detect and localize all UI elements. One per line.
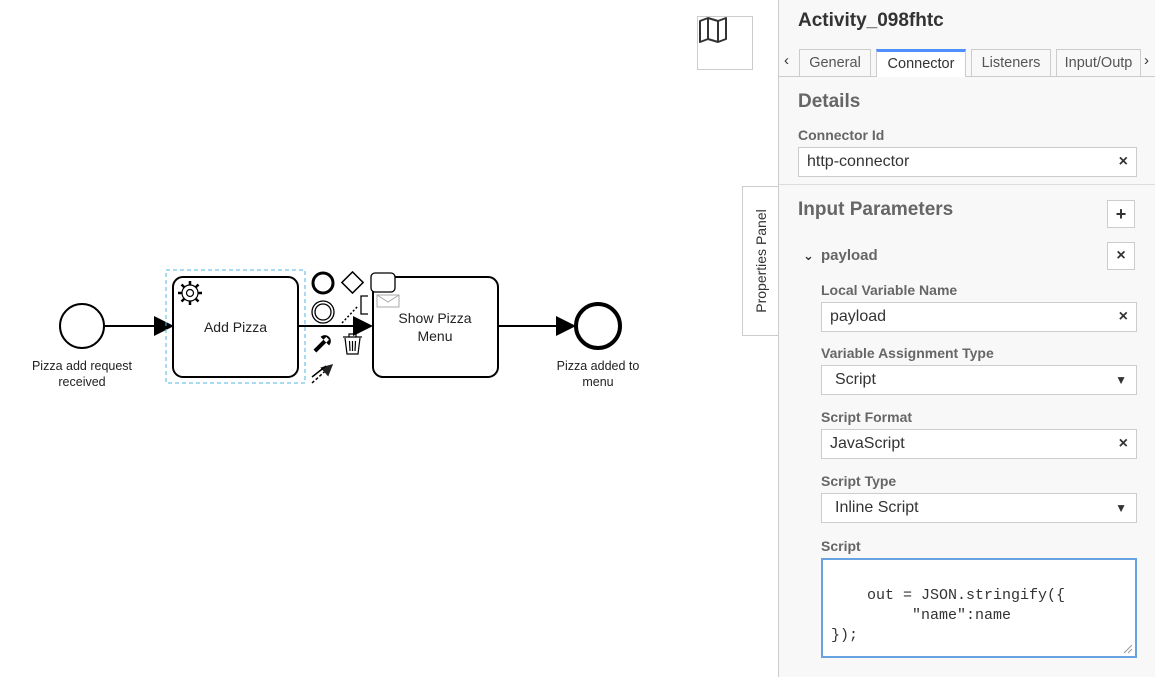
script-format-clear-icon[interactable]: × — [1118, 435, 1128, 452]
add-input-parameter-button[interactable]: + — [1107, 200, 1135, 228]
properties-panel-toggle[interactable]: Properties Panel — [742, 186, 779, 336]
minimap-toggle-button[interactable] — [697, 16, 753, 70]
remove-input-parameter-button[interactable]: × — [1107, 242, 1135, 270]
wrench-icon[interactable] — [311, 333, 334, 356]
tabs-scroll-left-icon[interactable]: ‹ — [784, 52, 789, 69]
tab-connector[interactable]: Connector — [876, 49, 966, 77]
script-type-select[interactable]: Inline Script ▼ — [821, 493, 1137, 523]
properties-panel: Activity_098fhtc ‹ General Connector Lis… — [778, 0, 1155, 677]
end-event[interactable] — [574, 302, 622, 350]
script-value: out = JSON.stringify({ "name":name }); — [831, 587, 1066, 644]
append-task-icon[interactable] — [376, 294, 400, 308]
gateway-icon[interactable] — [340, 270, 365, 295]
connector-id-label: Connector Id — [798, 127, 885, 143]
start-event[interactable] — [59, 303, 105, 349]
connect-line — [341, 305, 359, 324]
map-icon — [699, 17, 727, 43]
tab-listeners[interactable]: Listeners — [971, 49, 1051, 76]
intermediate-event-icon[interactable] — [311, 300, 335, 324]
task-show-pizza-menu-label: Show Pizza Menu — [398, 310, 472, 344]
param-name[interactable]: payload — [821, 247, 878, 264]
panel-tabs: ‹ General Connector Listeners Input/Outp… — [779, 44, 1155, 77]
local-variable-name-clear-icon[interactable]: × — [1118, 308, 1128, 325]
input-parameters-heading: Input Parameters — [798, 199, 954, 220]
diagram-svg — [59, 269, 622, 384]
resize-grip-icon[interactable] — [1123, 644, 1133, 654]
end-event-label: Pizza added to menu — [556, 359, 640, 389]
connector-id-input[interactable]: http-connector × — [798, 147, 1137, 177]
variable-assignment-type-label: Variable Assignment Type — [821, 345, 994, 361]
start-event-label: Pizza add request received — [31, 359, 133, 389]
script-format-input[interactable]: JavaScript × — [821, 429, 1137, 459]
properties-panel-toggle-label: Properties Panel — [753, 209, 769, 313]
script-textarea[interactable]: out = JSON.stringify({ "name":name }); — [821, 558, 1137, 658]
text-annotation-icon[interactable] — [360, 295, 368, 315]
tabs-scroll-right-icon[interactable]: › — [1144, 52, 1149, 69]
local-variable-name-value: payload — [830, 308, 887, 325]
tab-input-output[interactable]: Input/Outp — [1056, 49, 1141, 76]
bpmn-canvas[interactable]: Pizza add request received Add Pizza Sho… — [0, 0, 779, 677]
script-type-value: Inline Script — [835, 499, 919, 516]
details-heading: Details — [798, 91, 861, 112]
local-variable-name-label: Local Variable Name — [821, 282, 958, 298]
connect-icon[interactable] — [311, 363, 334, 384]
connector-id-value: http-connector — [807, 153, 910, 170]
section-divider — [779, 184, 1155, 185]
local-variable-name-input[interactable]: payload × — [821, 302, 1137, 332]
task-icon[interactable] — [370, 272, 396, 293]
panel-title: Activity_098fhtc — [798, 10, 944, 31]
select-arrow-icon: ▼ — [1115, 501, 1127, 515]
tab-general[interactable]: General — [799, 49, 871, 76]
variable-assignment-type-select[interactable]: Script ▼ — [821, 365, 1137, 395]
script-label: Script — [821, 538, 861, 554]
script-type-label: Script Type — [821, 473, 897, 489]
connector-id-clear-icon[interactable]: × — [1118, 153, 1128, 170]
script-format-value: JavaScript — [830, 435, 905, 452]
end-event-icon[interactable] — [311, 271, 335, 295]
script-format-label: Script Format — [821, 409, 913, 425]
variable-assignment-type-value: Script — [835, 371, 876, 388]
task-add-pizza-label: Add Pizza — [203, 319, 268, 335]
trash-icon[interactable] — [343, 333, 362, 355]
service-task-gear-icon — [178, 281, 202, 305]
param-collapse-chevron-icon[interactable]: ⌄ — [803, 248, 814, 263]
select-arrow-icon: ▼ — [1115, 373, 1127, 387]
